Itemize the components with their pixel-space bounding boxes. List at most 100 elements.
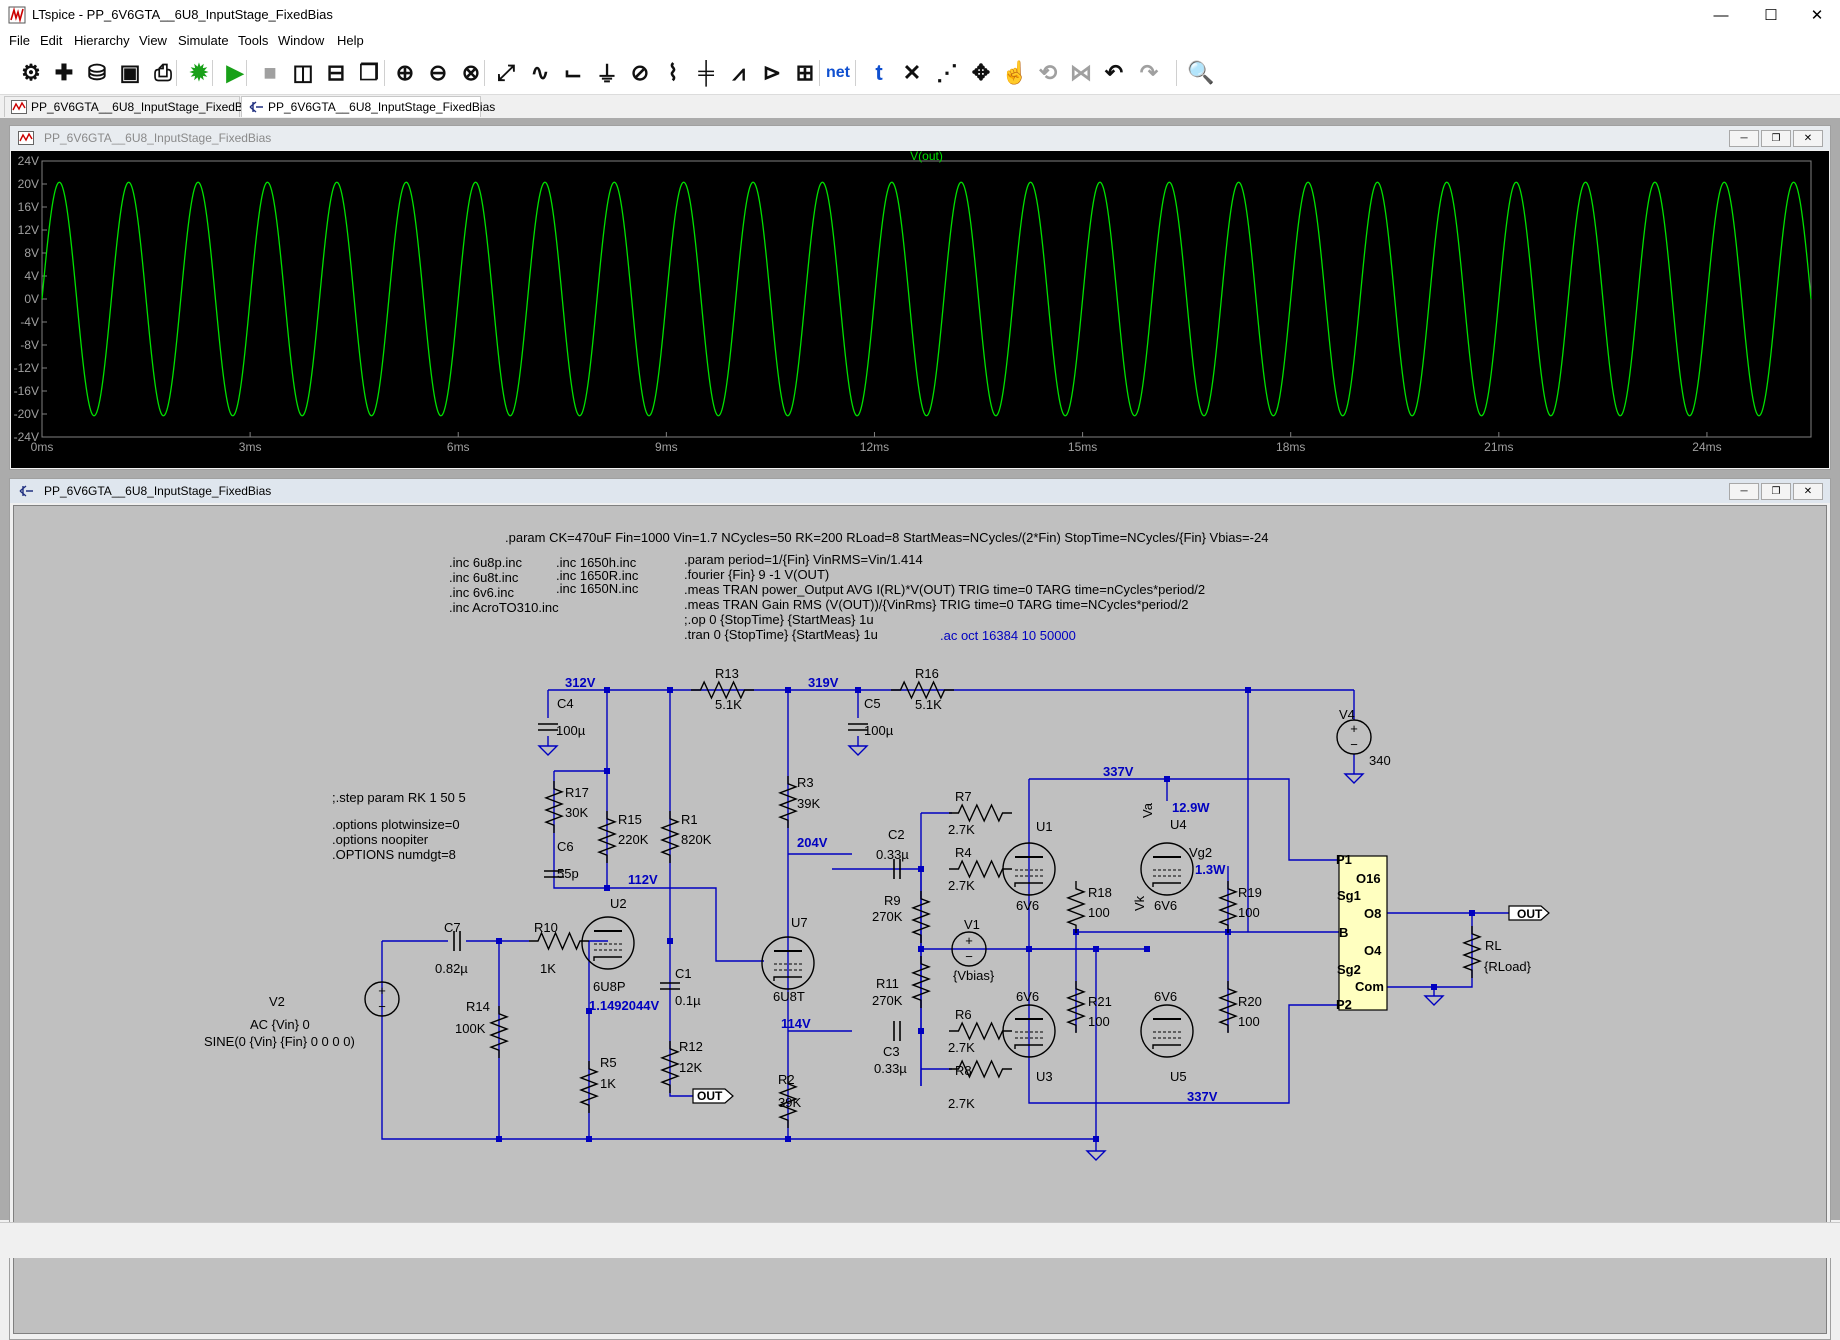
- resistor-r17[interactable]: [544, 781, 564, 833]
- schematic-label-c7[interactable]: C7: [444, 920, 461, 935]
- schematic-label-o4[interactable]: O4: [1364, 943, 1382, 958]
- schematic-label-r16v[interactable]: 5.1K: [915, 697, 942, 712]
- control-panel-icon[interactable]: ⚙: [21, 60, 41, 85]
- schematic-label-c2[interactable]: C2: [888, 827, 905, 842]
- wire-rl[interactable]: [1387, 913, 1473, 988]
- resistor-r8[interactable]: [949, 1059, 1012, 1079]
- wire-u2-plate[interactable]: [607, 887, 764, 962]
- resistor-r11[interactable]: [911, 956, 931, 1008]
- schematic-label-u4[interactable]: U4: [1170, 817, 1187, 832]
- copy-icon[interactable]: ⋰: [936, 60, 958, 85]
- schematic-label-r17[interactable]: R17: [565, 785, 589, 800]
- cut-icon[interactable]: ✕: [902, 60, 922, 85]
- spice-directive-inc[interactable]: .inc 1650h.inc: [556, 555, 637, 570]
- schematic-label-r14[interactable]: R14: [466, 999, 490, 1014]
- print-icon[interactable]: ⎙: [154, 60, 172, 85]
- spice-directive-inc[interactable]: .inc 6u8t.inc: [449, 570, 519, 585]
- schematic-label-v4v[interactable]: 340: [1369, 753, 1391, 768]
- resistor-r7[interactable]: [949, 803, 1012, 823]
- schematic-label-v337b[interactable]: 337V: [1187, 1089, 1218, 1104]
- schematic-label-vk[interactable]: Vk: [1132, 895, 1147, 911]
- voltage-source-v2[interactable]: +−: [364, 981, 400, 1017]
- schematic-label-u3[interactable]: U3: [1036, 1069, 1053, 1084]
- schematic-label-c3v[interactable]: 0.33µ: [874, 1061, 907, 1076]
- schematic-label-u7[interactable]: U7: [791, 915, 808, 930]
- menu-file[interactable]: File: [9, 33, 30, 48]
- tube-u1-6v6[interactable]: [1002, 842, 1056, 896]
- resistor-r19[interactable]: [1218, 881, 1238, 933]
- resistor-r1[interactable]: [660, 811, 680, 863]
- resistor-r20[interactable]: [1218, 981, 1238, 1033]
- spice-directive-meas[interactable]: .tran 0 {StopTime} {StartMeas} 1u: [684, 627, 878, 642]
- schematic-label-c6v[interactable]: 55p: [557, 866, 579, 881]
- schematic-label-r10v[interactable]: 1K: [540, 961, 556, 976]
- schematic-canvas[interactable]: .param CK=470uF Fin=1000 Vin=1.7 NCycles…: [13, 505, 1827, 1334]
- schematic-label-r19v[interactable]: 100: [1238, 905, 1260, 920]
- diode-icon[interactable]: ⊳: [762, 60, 782, 85]
- draw-bus-icon[interactable]: ⌙: [563, 60, 583, 85]
- schematic-label-r6v[interactable]: 2.7K: [948, 1040, 975, 1055]
- schematic-label-v1[interactable]: V1: [964, 917, 980, 932]
- label-net-icon[interactable]: ⊘: [630, 60, 650, 85]
- capacitor-c1[interactable]: [660, 982, 680, 990]
- spice-directive-icon[interactable]: net: [826, 64, 850, 81]
- schematic-label-sg2[interactable]: Sg2: [1337, 962, 1361, 977]
- schematic-label-o8[interactable]: O8: [1364, 906, 1381, 921]
- schematic-label-r14v[interactable]: 100K: [455, 1021, 486, 1036]
- schematic-label-r2v[interactable]: 39K: [778, 1095, 801, 1110]
- menu-tools[interactable]: Tools: [238, 33, 269, 48]
- schematic-label-vg2[interactable]: Vg2: [1189, 845, 1212, 860]
- output-transformer[interactable]: [1338, 855, 1388, 1011]
- spice-directive-meas[interactable]: ;.op 0 {StopTime} {StartMeas} 1u: [684, 612, 874, 627]
- schematic-label-out2[interactable]: OUT: [697, 1089, 723, 1103]
- resistor-r18[interactable]: [1066, 881, 1086, 933]
- spice-directive-meas[interactable]: .meas TRAN power_Output AVG I(RL)*V(OUT)…: [684, 582, 1205, 597]
- resistor-icon[interactable]: ⌇: [667, 60, 679, 85]
- net-flag-out-2[interactable]: [692, 1088, 734, 1104]
- resistor-r9[interactable]: [911, 891, 931, 943]
- tube-u3-6v6[interactable]: [1002, 1004, 1056, 1058]
- schematic-label-r9v[interactable]: 270K: [872, 909, 903, 924]
- schematic-label-rlv[interactable]: {RLoad}: [1484, 959, 1532, 974]
- maximize-button[interactable]: ☐: [1764, 7, 1778, 24]
- schematic-label-r11[interactable]: R11: [876, 976, 899, 991]
- schematic-label-r21[interactable]: R21: [1088, 994, 1112, 1009]
- schematic-label-u4m[interactable]: 6V6: [1154, 898, 1177, 913]
- halt-icon[interactable]: ■: [263, 60, 277, 85]
- resistor-r15[interactable]: [597, 811, 617, 863]
- schematic-label-r13v[interactable]: 5.1K: [715, 697, 742, 712]
- schematic-label-c1v[interactable]: 0.1µ: [675, 993, 701, 1008]
- spice-directive-meas[interactable]: .param period=1/{Fin} VinRMS=Vin/1.414: [684, 552, 923, 567]
- tube-u7-6u8t[interactable]: [761, 936, 815, 990]
- schematic-label-r20[interactable]: R20: [1238, 994, 1262, 1009]
- zoom-in-icon[interactable]: ⊕: [395, 60, 415, 85]
- spice-directive-meas[interactable]: .fourier {Fin} 9 -1 V(OUT): [684, 567, 829, 582]
- schematic-label-u2m[interactable]: 6U8P: [593, 979, 626, 994]
- net-flag-out[interactable]: [1508, 905, 1550, 921]
- tile-horizontal-icon[interactable]: ⊟: [326, 60, 346, 85]
- schematic-label-r5[interactable]: R5: [600, 1055, 617, 1070]
- resistor-r3[interactable]: [778, 776, 798, 828]
- resistor-r10[interactable]: [529, 931, 589, 951]
- schematic-label-r15[interactable]: R15: [618, 812, 642, 827]
- spice-directive-ac[interactable]: .ac oct 16384 10 50000: [940, 628, 1076, 643]
- schematic-label-u1m[interactable]: 6V6: [1016, 898, 1039, 913]
- capacitor-c4[interactable]: [538, 723, 558, 731]
- open-icon[interactable]: ⛁: [87, 60, 107, 85]
- ground-icon[interactable]: ⏚: [595, 62, 618, 87]
- save-icon[interactable]: ▣: [119, 60, 141, 85]
- wire-c6[interactable]: [553, 861, 607, 889]
- trace-v-out[interactable]: [41, 181, 1812, 417]
- schematic-label-v2[interactable]: V2: [269, 994, 285, 1009]
- waveform-close-button[interactable]: ✕: [1793, 130, 1823, 147]
- tube-u4-6v6[interactable]: [1140, 842, 1194, 896]
- schematic-label-r3v[interactable]: 39K: [797, 796, 820, 811]
- capacitor-icon[interactable]: ╪: [698, 60, 714, 85]
- schematic-label-r3[interactable]: R3: [797, 775, 814, 790]
- mirror-icon[interactable]: ⋈: [1070, 60, 1092, 85]
- schematic-label-va[interactable]: Va: [1140, 802, 1155, 818]
- schematic-label-b[interactable]: B: [1339, 925, 1348, 940]
- schematic-label-u2[interactable]: U2: [610, 896, 627, 911]
- schematic-label-c5[interactable]: C5: [864, 696, 881, 711]
- schematic-label-c3[interactable]: C3: [883, 1044, 900, 1059]
